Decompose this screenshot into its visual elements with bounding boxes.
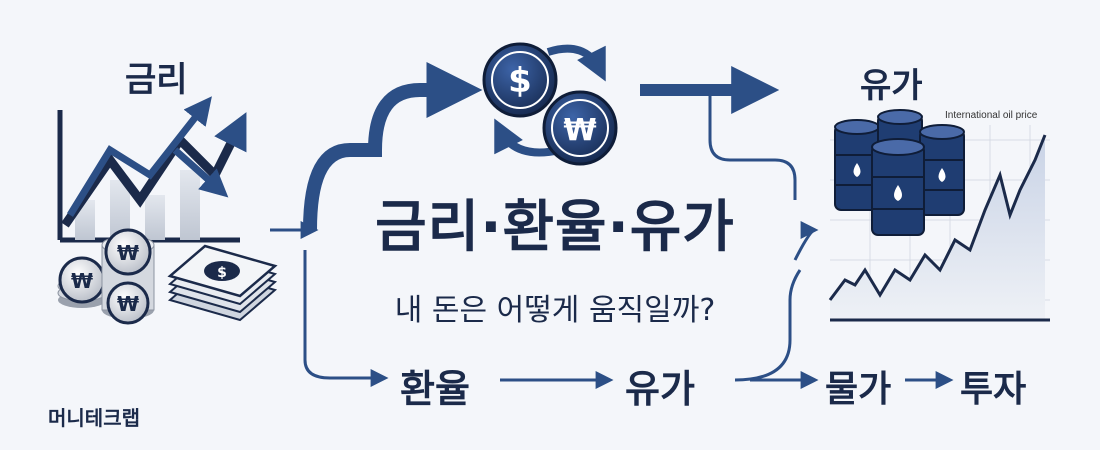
flow-exchange-rate: 환율 [400,367,470,411]
coin-won-symbol-3: ₩ [117,292,139,316]
banknote-dollar-symbol: $ [217,265,227,281]
coin-won-symbol-2: ₩ [117,241,139,265]
oil-price-label: 유가 [860,66,923,106]
main-title: 금리·환율·유가 [375,195,735,260]
interest-rate-label: 금리 [125,60,188,100]
oil-barrel-icon [834,109,965,236]
won-symbol: ₩ [563,113,596,148]
coin-won-symbol-1: ₩ [71,269,93,293]
flow-arrows [270,62,954,389]
brand-label: 머니테크랩 [48,406,140,430]
banknote-stack-icon [167,244,278,322]
flow-investment: 투자 [960,369,1027,410]
currency-exchange-icon [482,42,618,166]
flow-oil-price: 유가 [625,367,695,411]
flow-prices: 물가 [825,369,892,410]
oil-chart-caption: International oil price [945,110,1038,121]
dollar-symbol: $ [508,61,532,101]
coin-stack-icon [57,228,155,325]
subtitle: 내 돈은 어떻게 움직일까? [394,293,716,328]
rising-arrow-chart-icon [57,96,247,243]
